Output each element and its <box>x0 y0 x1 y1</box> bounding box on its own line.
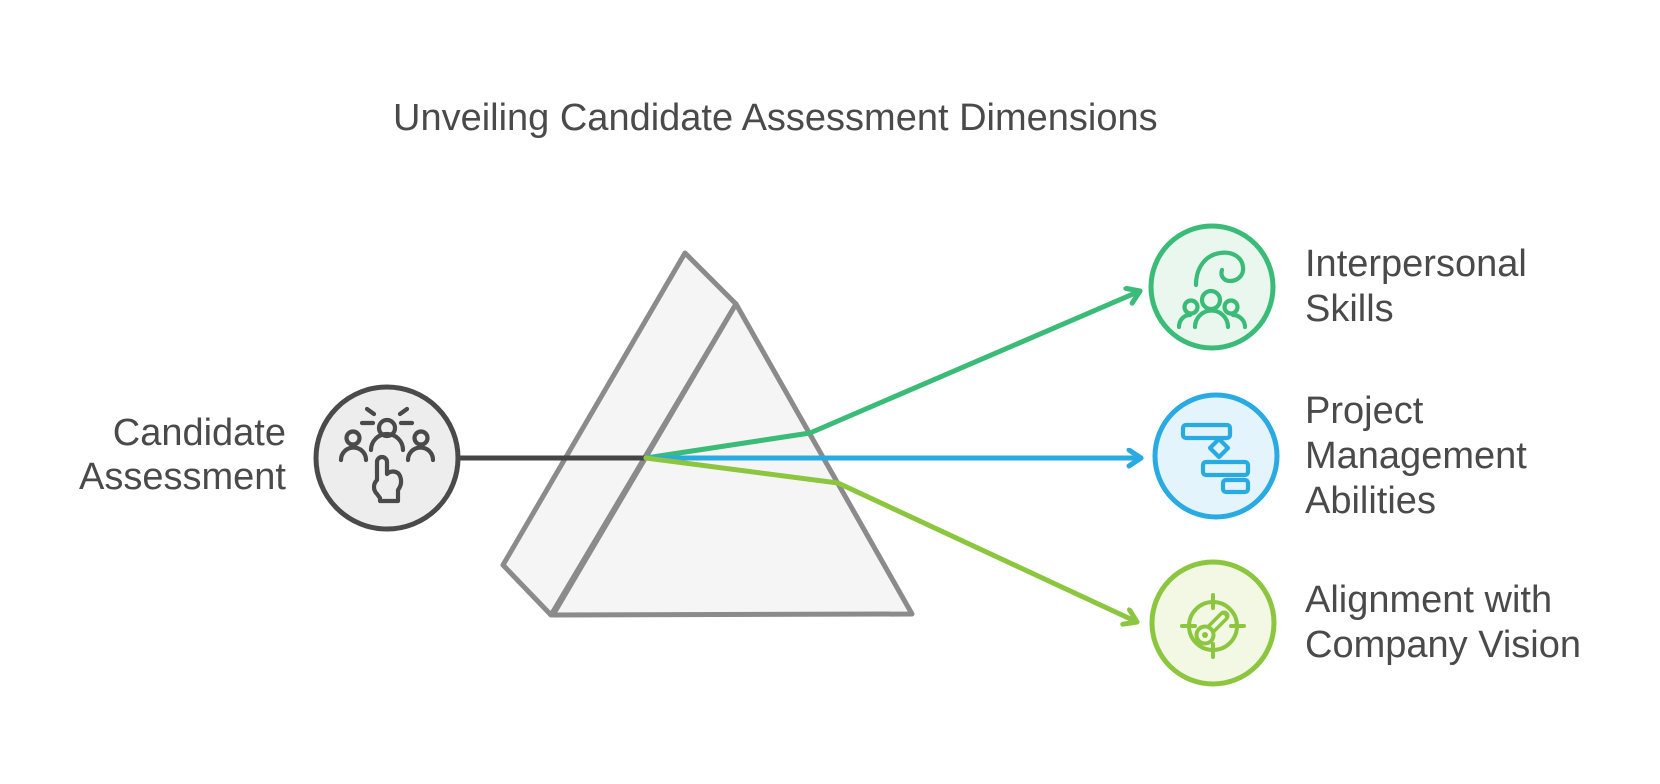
label-line: Skills <box>1305 288 1394 330</box>
node-project-management <box>1152 392 1280 520</box>
label-line: Interpersonal <box>1305 243 1527 285</box>
gantt-chart-icon <box>1180 422 1251 495</box>
source-label-line: Assessment <box>79 456 286 498</box>
prism-shape <box>500 250 915 618</box>
ray-interpersonal-skills <box>643 291 1143 461</box>
source-node <box>313 384 461 532</box>
label-line: Alignment with <box>1305 579 1553 621</box>
label-line: Company Vision <box>1305 624 1582 666</box>
candidate-selection-icon <box>338 406 436 504</box>
label-interpersonal-skills: Interpersonal Skills <box>1305 227 1660 347</box>
ray-company-vision <box>643 455 1140 622</box>
label-project-management: Project Management Abilities <box>1305 388 1660 524</box>
source-label: Candidate Assessment <box>40 411 286 499</box>
label-company-vision: Alignment with Company Vision <box>1305 563 1660 683</box>
label-line: Management <box>1305 434 1527 477</box>
target-compass-icon <box>1180 593 1246 659</box>
team-care-icon <box>1176 250 1248 330</box>
label-line: Project <box>1305 389 1424 432</box>
source-label-line: Candidate <box>112 412 286 454</box>
node-interpersonal-skills <box>1148 223 1276 351</box>
node-company-vision <box>1149 559 1277 687</box>
interpersonal-skills-circle <box>1148 223 1276 351</box>
label-line: Abilities <box>1305 479 1436 522</box>
page-title: Unveiling Candidate Assessment Dimension… <box>393 97 1158 139</box>
